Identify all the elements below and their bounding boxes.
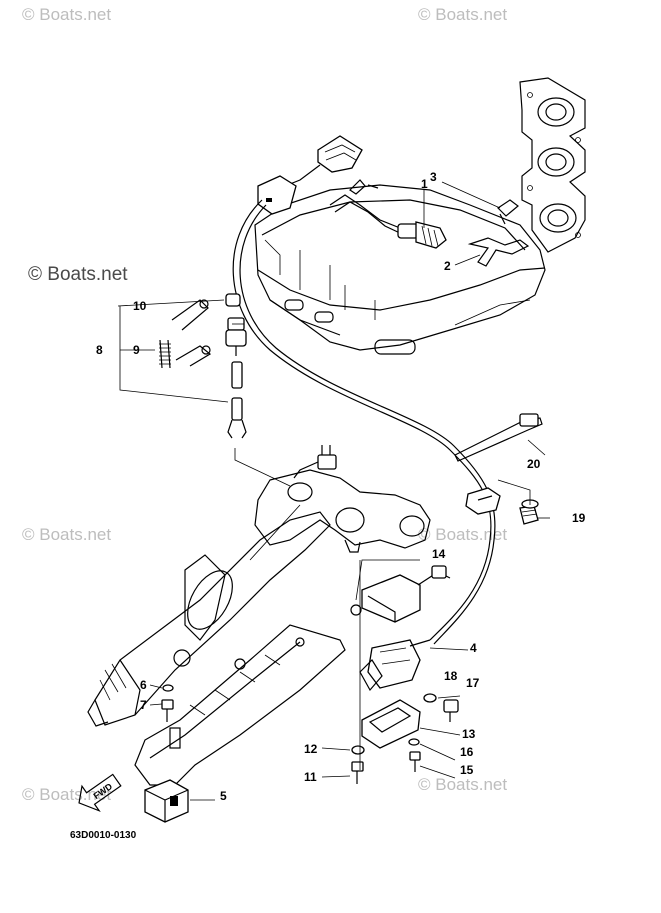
callout-17: 17 <box>466 676 480 690</box>
callout-5: 5 <box>220 789 227 803</box>
callout-12: 12 <box>304 742 318 756</box>
part-10-cap <box>225 293 241 307</box>
part-14-cover <box>350 565 451 623</box>
part-12-washer <box>351 745 365 755</box>
part-15-screw <box>409 751 421 772</box>
callout-9: 9 <box>133 343 140 357</box>
diagram-code: 63D0010-0130 <box>70 830 137 841</box>
watermark-bottom-left: © Boats.net <box>22 785 111 804</box>
part-5-module <box>144 779 189 823</box>
part-7-screw <box>161 699 174 722</box>
wire-connector-top <box>257 135 363 215</box>
bottom-cowling <box>254 184 546 355</box>
callout-15: 15 <box>460 763 474 777</box>
callout-6: 6 <box>140 678 147 692</box>
stop-switch <box>225 317 247 439</box>
callout-16: 16 <box>460 745 474 759</box>
callout-11: 11 <box>304 770 317 784</box>
steering-bracket <box>254 445 431 553</box>
part-3-clip <box>497 199 519 225</box>
watermark-mid-left: © Boats.net <box>22 525 111 544</box>
part-1-sensor <box>329 179 447 249</box>
watermark-mid-right: © Boats.net <box>418 525 507 544</box>
callout-3: 3 <box>430 170 437 184</box>
part-16-washer <box>408 738 420 746</box>
callout-18: 18 <box>444 669 458 683</box>
watermark-top-left: © Boats.net <box>22 5 111 24</box>
wiring-harness <box>232 199 492 641</box>
leader-lines <box>117 181 550 801</box>
callout-7: 7 <box>140 698 147 712</box>
part-11-screw <box>351 761 364 784</box>
part-4-switch <box>359 639 431 692</box>
part-13-bracket <box>361 699 421 749</box>
callout-20: 20 <box>527 457 541 471</box>
callout-10: 10 <box>133 299 147 313</box>
watermark-bottom-right: © Boats.net <box>418 775 507 794</box>
tiller-arm <box>87 504 331 727</box>
part-20-cable-tie <box>454 413 543 462</box>
part-17-screw <box>443 699 459 722</box>
wiring-harness-inner <box>239 204 496 645</box>
part-18-washer <box>423 693 437 703</box>
callout-14: 14 <box>432 547 446 561</box>
callout-19: 19 <box>572 511 586 525</box>
callout-1: 1 <box>421 177 428 191</box>
harness-clamp <box>465 487 501 515</box>
callout-13: 13 <box>462 727 476 741</box>
callout-8: 8 <box>96 343 103 357</box>
part-2-bracket <box>467 237 530 267</box>
callout-4: 4 <box>470 641 477 655</box>
part-19-screw <box>519 499 539 525</box>
watermark-top-right: © Boats.net <box>418 5 507 24</box>
callout-2: 2 <box>444 259 451 273</box>
exhaust-manifold-plate <box>519 77 586 253</box>
part-9-lanyard <box>159 299 212 369</box>
part-6-washer <box>162 684 174 692</box>
watermark-primary: © Boats.net <box>28 264 128 285</box>
